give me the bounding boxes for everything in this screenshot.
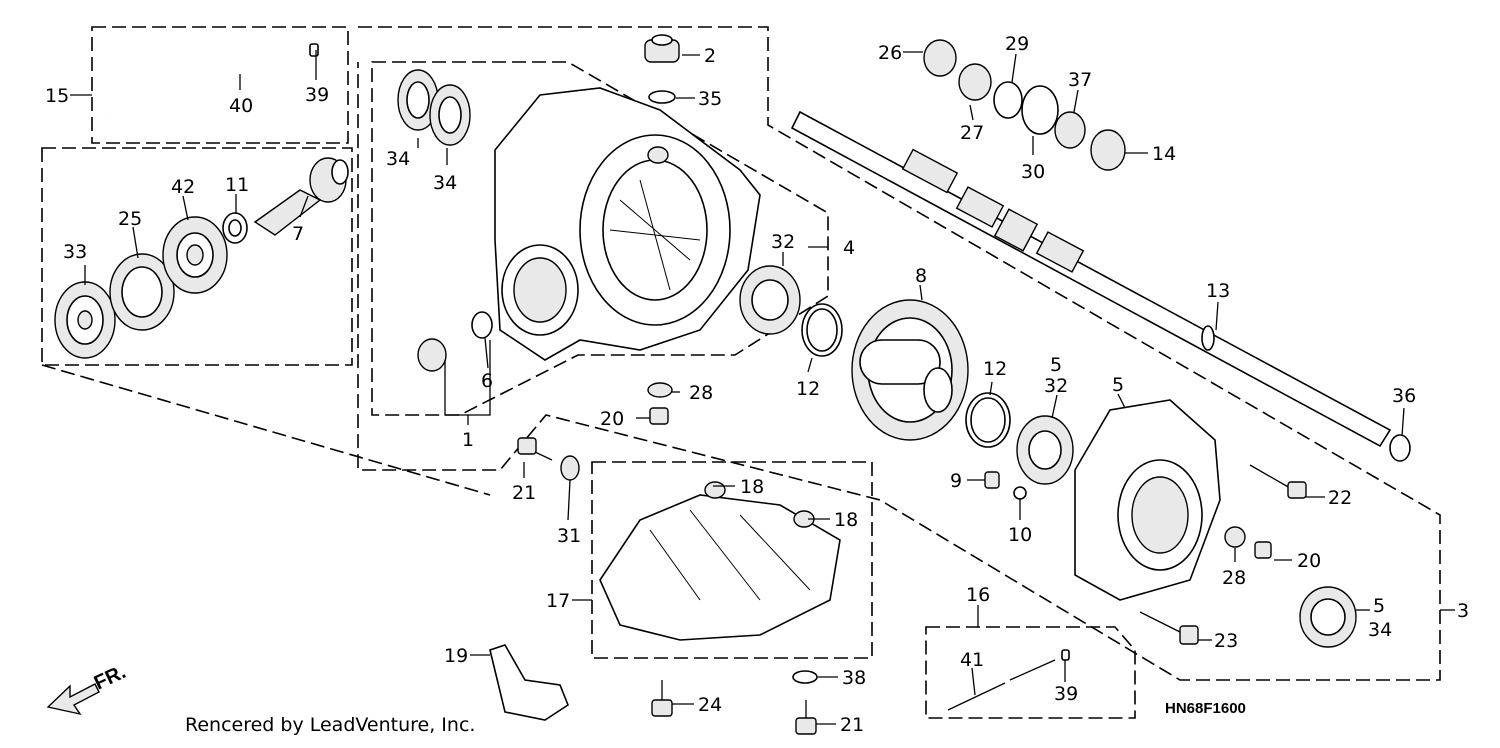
callout-18b: 18 — [834, 509, 858, 531]
pinion-gear-7 — [253, 157, 349, 236]
callout-9: 9 — [950, 470, 962, 492]
callout-38: 38 — [842, 667, 866, 689]
bearing-32 — [739, 265, 801, 335]
callout-28b: 28 — [1222, 567, 1246, 589]
gear-case-4 — [494, 87, 761, 361]
callout-15: 15 — [45, 85, 69, 107]
callout-20a: 20 — [600, 408, 624, 430]
breather-hose — [108, 43, 319, 118]
callout-5c: 5 — [1373, 595, 1385, 617]
leader-lines — [70, 50, 1455, 725]
callout-19: 19 — [444, 645, 468, 667]
callout-22: 22 — [1328, 487, 1352, 509]
clip-36 — [1389, 434, 1411, 462]
callout-26: 26 — [878, 42, 902, 64]
callout-27: 27 — [960, 122, 984, 144]
bearing-32b — [1016, 415, 1074, 485]
callout-28a: 28 — [689, 382, 713, 404]
callout-34c: 34 — [1368, 619, 1392, 641]
callout-3: 3 — [1457, 600, 1469, 622]
callout-35: 35 — [698, 88, 722, 110]
diagram-code: HN68F1600 — [1165, 700, 1246, 717]
callout-16: 16 — [966, 584, 990, 606]
callout-18a: 18 — [740, 476, 764, 498]
callout-11: 11 — [225, 174, 249, 196]
cap-2 — [644, 34, 680, 104]
washer-bolt-right — [1224, 526, 1272, 559]
callout-30: 30 — [1021, 161, 1045, 183]
group-boxes — [41, 26, 1441, 719]
callout-21a: 21 — [512, 482, 536, 504]
callout-2: 2 — [704, 45, 716, 67]
bolt-24 — [651, 680, 673, 717]
bearing-25 — [109, 253, 175, 331]
callout-32a: 32 — [771, 231, 795, 253]
callout-5b: 5 — [1112, 374, 1124, 396]
bracket-19 — [489, 644, 569, 721]
seal-34c — [1299, 586, 1357, 648]
callout-12b: 12 — [983, 358, 1007, 380]
skid-plate-17 — [599, 481, 841, 641]
bearing-42 — [162, 216, 228, 294]
callout-7: 7 — [292, 223, 304, 245]
callout-10: 10 — [1008, 524, 1032, 546]
seals-34 — [397, 69, 471, 146]
callout-37: 37 — [1068, 69, 1092, 91]
callout-39: 39 — [305, 84, 329, 106]
callout-40: 40 — [229, 95, 253, 117]
callout-1: 1 — [462, 429, 474, 451]
callout-39b: 39 — [1054, 683, 1078, 705]
drain-bolt — [647, 382, 673, 425]
callout-34a: 34 — [386, 148, 410, 170]
callout-31: 31 — [557, 525, 581, 547]
callout-36: 36 — [1392, 385, 1416, 407]
callout-41: 41 — [960, 649, 984, 671]
callout-42: 42 — [171, 176, 195, 198]
washer-38-bolt-21 — [792, 670, 818, 735]
callout-12a: 12 — [796, 378, 820, 400]
credit-text: Rencered by LeadVenture, Inc. — [185, 714, 475, 736]
callout-5a: 5 — [1050, 354, 1062, 376]
callout-21b: 21 — [840, 714, 864, 736]
callout-6: 6 — [481, 370, 493, 392]
washer-11 — [222, 212, 248, 244]
callout-labels: 15 40 39 33 25 42 11 7 2 35 34 34 4 32 8… — [45, 33, 1469, 736]
nut-washer-set — [923, 39, 1126, 171]
plug-9 — [984, 471, 1027, 500]
callout-17: 17 — [546, 590, 570, 612]
flange-33 — [54, 281, 116, 359]
callout-25: 25 — [118, 208, 142, 230]
shim-12b — [965, 392, 1011, 448]
callout-23: 23 — [1214, 630, 1238, 652]
callout-20b: 20 — [1297, 550, 1321, 572]
callout-24: 24 — [698, 694, 722, 716]
bolt-21 — [517, 437, 580, 481]
callout-34b: 34 — [433, 172, 457, 194]
ring-gear-8 — [851, 299, 969, 441]
callout-4: 4 — [843, 237, 855, 259]
shim-12 — [801, 303, 843, 357]
case-cover-5 — [1074, 399, 1221, 601]
callout-14: 14 — [1152, 143, 1176, 165]
callout-32b: 32 — [1044, 375, 1068, 397]
front-direction-arrow-icon: FR. — [46, 661, 129, 716]
callout-33: 33 — [63, 241, 87, 263]
drive-shaft-13 — [790, 110, 1392, 448]
callout-13: 13 — [1206, 280, 1230, 302]
bolts-22-23 — [1139, 464, 1307, 645]
bearing-assembly-1 — [417, 311, 493, 372]
callout-8: 8 — [915, 265, 927, 287]
callout-29: 29 — [1005, 33, 1029, 55]
